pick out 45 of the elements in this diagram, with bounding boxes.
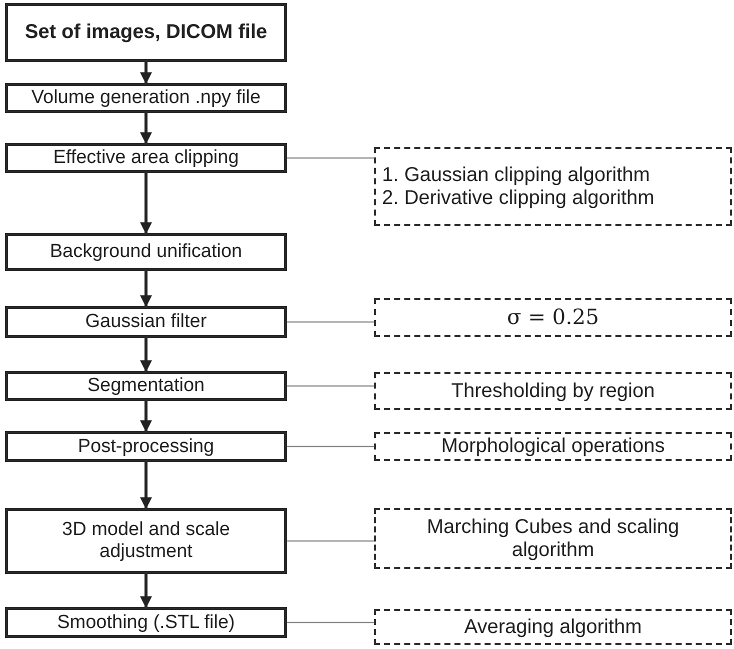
step-label: Averaging algorithm <box>464 616 642 638</box>
process-box <box>5 306 287 338</box>
process-box <box>5 431 287 462</box>
arrow <box>140 271 152 308</box>
step-label: Set of images, DICOM file <box>24 21 268 44</box>
process-box <box>5 233 287 271</box>
note-box <box>374 372 732 410</box>
step-label: Morphological operations <box>441 435 665 458</box>
note-box <box>374 508 732 569</box>
list-item: 1. Gaussian clipping algorithm <box>381 164 650 186</box>
arrow <box>140 338 152 372</box>
process-box <box>5 371 287 401</box>
step-label: 3D model and scale adjustment <box>61 519 231 563</box>
formula-text: σ = 0.25 <box>506 305 600 330</box>
step-label: Segmentation <box>87 375 205 397</box>
process-box <box>5 607 287 638</box>
process-box <box>5 83 287 113</box>
connector-line <box>287 446 374 448</box>
step-label: Marching Cubes and scaling algorithm <box>426 516 680 562</box>
connector-line <box>287 540 374 542</box>
note-box <box>374 298 732 337</box>
step-label: Effective area clipping <box>53 147 239 169</box>
arrow <box>140 113 152 144</box>
arrow <box>140 401 152 432</box>
arrow <box>140 574 152 608</box>
step-label: Post-processing <box>78 436 214 458</box>
connector-line <box>287 157 374 159</box>
connector-line <box>287 385 374 387</box>
connector-line <box>287 321 374 323</box>
step-label: Thresholding by region <box>451 380 655 402</box>
step-label: Smoothing (.STL file) <box>57 612 235 634</box>
process-box <box>5 3 287 62</box>
arrow <box>140 173 152 234</box>
note-box <box>374 609 732 645</box>
arrow <box>140 462 152 510</box>
step-label: Volume generation .npy file <box>31 87 261 109</box>
note-box <box>374 147 732 226</box>
connector-line <box>287 622 374 624</box>
list-item: 2. Derivative clipping algorithm <box>381 186 654 210</box>
step-label: Background unification <box>50 241 242 263</box>
step-label: Gaussian filter <box>85 311 207 333</box>
process-box <box>5 508 287 574</box>
arrow <box>140 62 152 84</box>
note-box <box>374 432 732 461</box>
process-box <box>5 143 287 173</box>
